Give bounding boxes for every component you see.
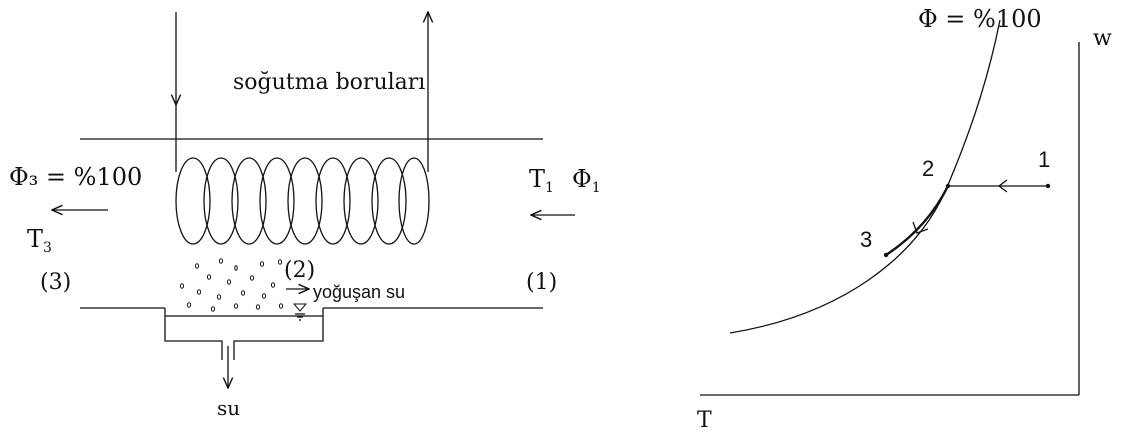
drain-label: su xyxy=(217,396,240,420)
chart-point-3-label: 3 xyxy=(860,227,872,252)
saturation-curve xyxy=(729,19,1001,334)
exit-temp-label: T3 xyxy=(27,225,52,256)
psychrometric-chart: Φ = %100 w T 1 2 3 xyxy=(697,5,1112,433)
cooling-coil xyxy=(175,157,430,245)
state-1-label: (1) xyxy=(526,270,557,295)
state-2-point xyxy=(945,183,951,189)
state-3-point xyxy=(883,252,889,258)
curve-arrowhead xyxy=(912,221,929,234)
state-2-label: (2) xyxy=(284,258,315,283)
tube-label: soğutma boruları xyxy=(233,70,425,95)
state-3-label: (3) xyxy=(40,270,71,295)
state-1-point xyxy=(1045,183,1051,189)
inlet-temp-label: T1 xyxy=(529,165,554,196)
saturation-label: Φ = %100 xyxy=(918,5,1042,33)
condensate-label: yoğuşan su xyxy=(313,282,405,302)
chart-point-1-label: 1 xyxy=(1038,147,1050,172)
horizontal-arrowhead xyxy=(997,179,1008,193)
drain-pan xyxy=(164,308,324,360)
exit-state-label: Φ₃ = %100 xyxy=(9,163,142,191)
duct-diagram: soğutma boruları Φ₃ = %100 T3 T1 Φ1 (3) … xyxy=(9,12,601,420)
water-level-symbol xyxy=(292,303,308,321)
inlet-phi-label: Φ1 xyxy=(572,165,601,196)
condensate-droplets xyxy=(179,258,284,312)
cooling-path-bold xyxy=(885,185,950,257)
chart-point-2-label: 2 xyxy=(922,156,934,181)
y-axis-label: w xyxy=(1093,26,1112,51)
x-axis-label: T xyxy=(697,408,712,433)
